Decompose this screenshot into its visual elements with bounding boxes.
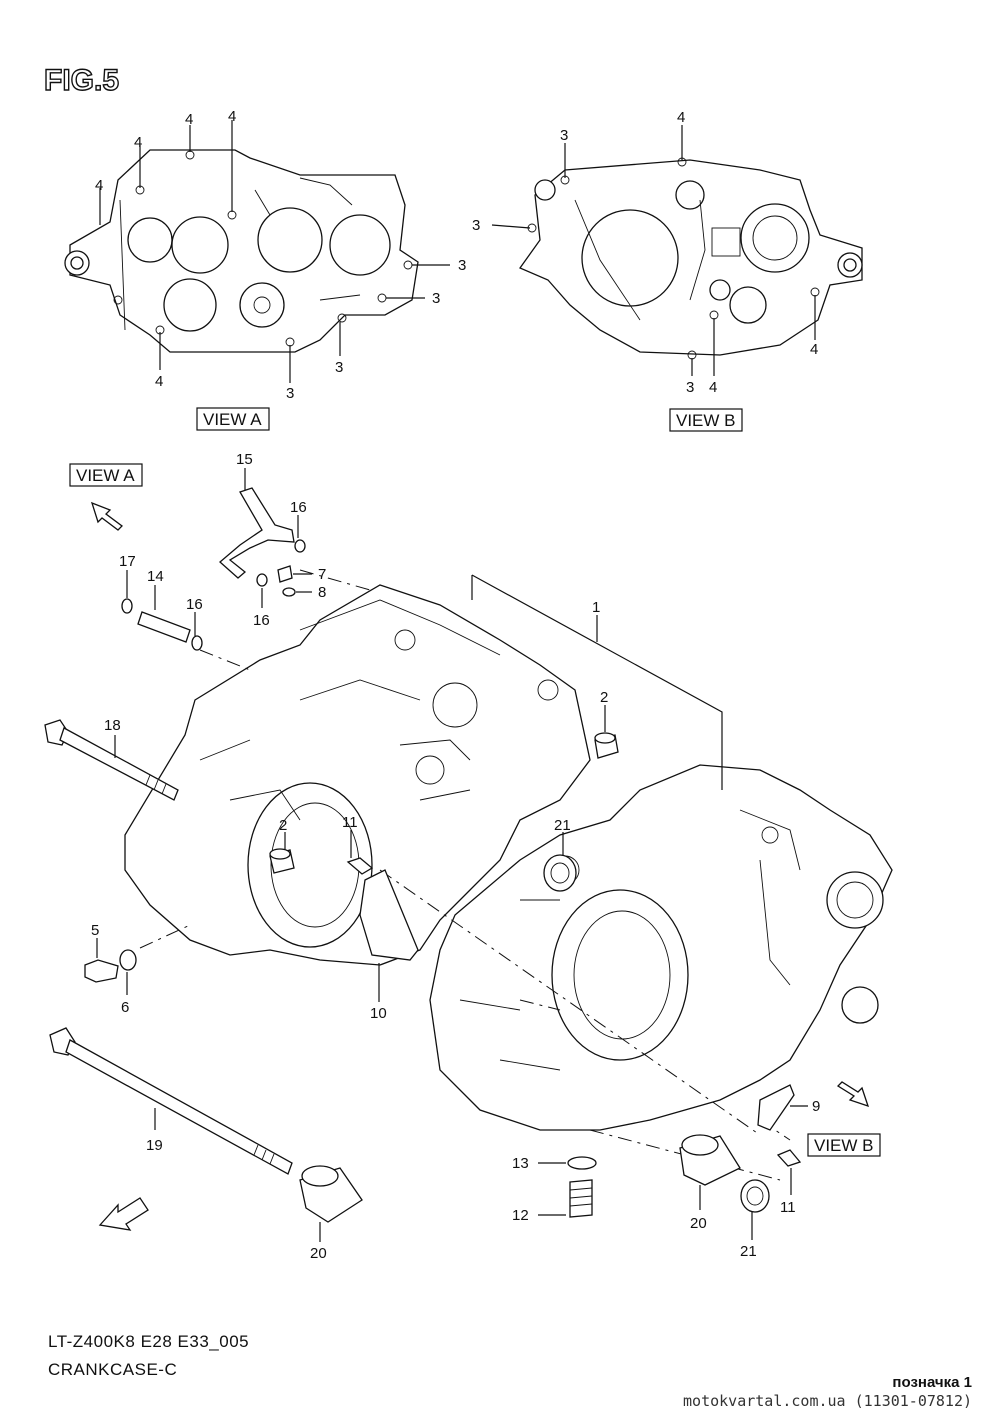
callout-4: 4 xyxy=(134,134,142,151)
bolt-5-and-washer-6 xyxy=(84,938,137,995)
callout-13: 13 xyxy=(512,1155,529,1172)
view-a-arrow-icon xyxy=(90,501,123,531)
view-a-crankcase-outline xyxy=(64,149,419,353)
callout-4: 4 xyxy=(709,379,717,396)
callout-21: 21 xyxy=(554,817,571,834)
callout-11: 11 xyxy=(342,814,358,831)
callout-2: 2 xyxy=(279,817,287,834)
callout-4: 4 xyxy=(155,373,163,390)
callout-17: 17 xyxy=(119,553,136,570)
right-crankcase-half xyxy=(429,764,893,1131)
view-b-label-top: VIEW B xyxy=(669,408,743,432)
svg-text:VIEW B: VIEW B xyxy=(814,1136,874,1155)
callout-7: 7 xyxy=(318,566,326,583)
svg-text:VIEW B: VIEW B xyxy=(676,411,736,430)
dowel-pin-left xyxy=(269,832,295,874)
callout-20: 20 xyxy=(690,1215,707,1232)
callout-4: 4 xyxy=(228,108,236,125)
callout-20: 20 xyxy=(310,1245,327,1262)
model-code: LT-Z400K8 E28 E33_005 xyxy=(48,1332,250,1351)
dowel-pin-right xyxy=(594,705,619,759)
section-name: CRANKCASE-C xyxy=(48,1360,178,1379)
bolt-11-right xyxy=(776,1149,802,1195)
callout-10: 10 xyxy=(370,1005,387,1022)
callout-18: 18 xyxy=(104,717,121,734)
plate-9 xyxy=(757,1084,808,1131)
callout-4: 4 xyxy=(677,109,685,126)
bolt-18 xyxy=(44,719,179,801)
view-b-label-main: VIEW B xyxy=(807,1133,881,1157)
bolt-11-left xyxy=(346,830,374,875)
svg-text:VIEW A: VIEW A xyxy=(76,466,135,485)
fitting-7-and-oring-8 xyxy=(277,565,312,597)
view-a-label-top: VIEW A xyxy=(196,407,270,431)
front-direction-arrow-icon xyxy=(98,1197,149,1231)
callout-3: 3 xyxy=(458,257,466,274)
seal-21-lower xyxy=(740,1179,770,1240)
view-a-leaders xyxy=(99,120,450,383)
bolt-19 xyxy=(49,1027,293,1175)
callout-21: 21 xyxy=(740,1243,757,1260)
callout-16: 16 xyxy=(186,596,203,613)
callout-1: 1 xyxy=(592,599,600,616)
callout-15: 15 xyxy=(236,451,253,468)
callout-16: 16 xyxy=(253,612,270,629)
bushing-20-right xyxy=(679,1134,741,1210)
figure-title: FIG.5 xyxy=(44,64,119,97)
view-a-label-main: VIEW A xyxy=(69,463,143,487)
callout-5: 5 xyxy=(91,922,99,939)
callout-14: 14 xyxy=(147,568,164,585)
view-b-arrow-icon xyxy=(836,1081,870,1108)
site-watermark: motokvartal.com.ua (11301-07812) xyxy=(683,1392,972,1410)
seal-21-upper xyxy=(543,832,577,892)
callout-19: 19 xyxy=(146,1137,163,1154)
callout-9: 9 xyxy=(812,1098,820,1115)
callout-3: 3 xyxy=(432,290,440,307)
callout-4: 4 xyxy=(810,341,818,358)
bushing-20-left xyxy=(299,1165,363,1242)
callout-3: 3 xyxy=(335,359,343,376)
callout-11: 11 xyxy=(780,1199,796,1216)
callout-3: 3 xyxy=(472,217,480,234)
pipe-15-and-orings xyxy=(219,468,306,608)
callout-3: 3 xyxy=(686,379,694,396)
callout-3: 3 xyxy=(286,385,294,402)
callout-3: 3 xyxy=(560,127,568,144)
callout-16: 16 xyxy=(290,499,307,516)
marker-label: позначка 1 xyxy=(892,1374,972,1391)
drain-plug-12-and-washer-13 xyxy=(538,1156,597,1218)
callout-2: 2 xyxy=(600,689,608,706)
part-1-leader xyxy=(471,574,723,790)
callout-8: 8 xyxy=(318,584,326,601)
callout-12: 12 xyxy=(512,1207,529,1224)
callout-4: 4 xyxy=(95,177,103,194)
view-b-crankcase-outline xyxy=(519,157,863,360)
pin-14-and-orings xyxy=(121,570,203,651)
callout-6: 6 xyxy=(121,999,129,1016)
view-b-leaders xyxy=(491,125,816,376)
left-crankcase-half xyxy=(124,584,591,966)
svg-text:VIEW A: VIEW A xyxy=(203,410,262,429)
gasket-10 xyxy=(359,869,419,1002)
callout-4: 4 xyxy=(185,111,193,128)
